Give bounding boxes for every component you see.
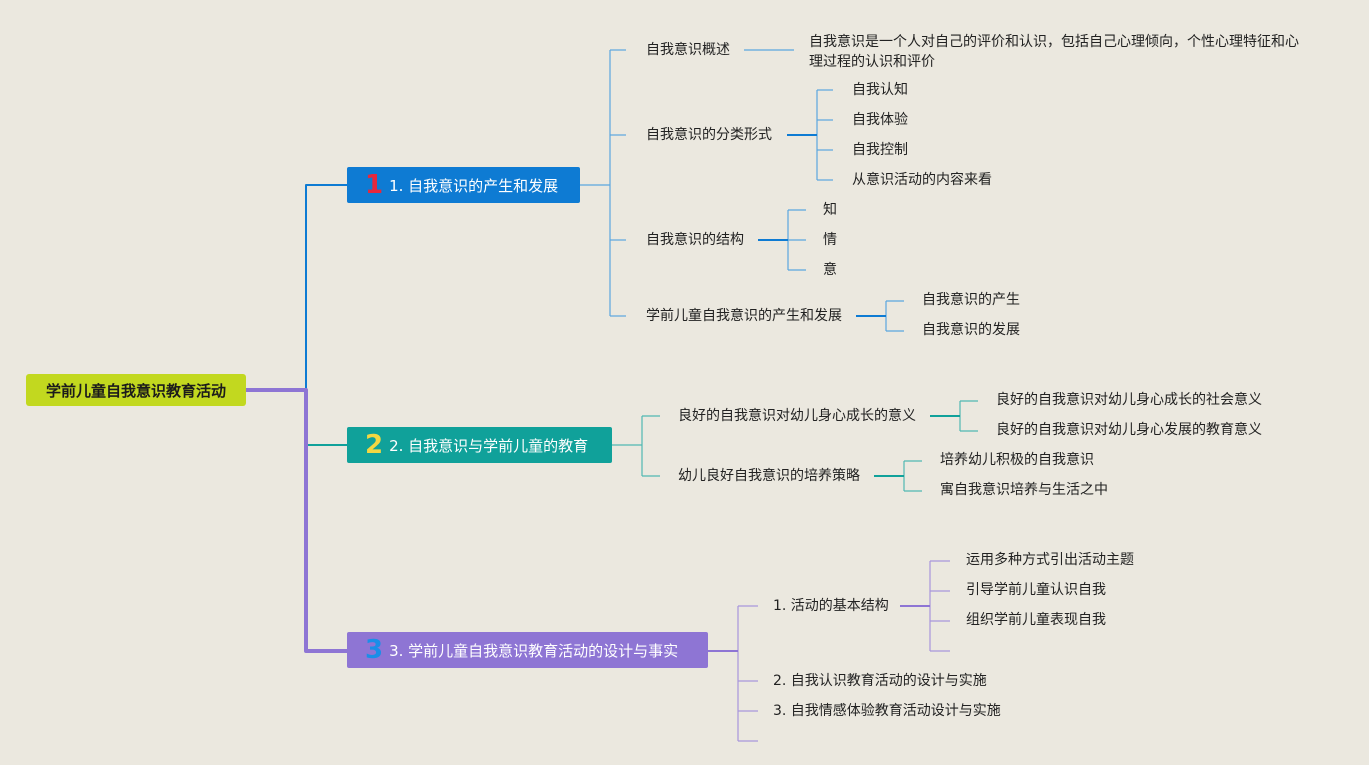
leaf-educational-significance[interactable]: 良好的自我意识对幼儿身心发展的教育意义 <box>996 422 1262 438</box>
branch-label-3: 3. 学前儿童自我意识教育活动的设计与事实 <box>389 641 679 660</box>
leaf-development[interactable]: 自我意识的发展 <box>922 322 1020 338</box>
subtopic-emotional-experience-activity[interactable]: 3. 自我情感体验教育活动设计与实施 <box>773 703 1001 719</box>
leaf-introduce-theme[interactable]: 运用多种方式引出活动主题 <box>966 552 1134 568</box>
leaf-social-significance[interactable]: 良好的自我意识对幼儿身心成长的社会意义 <box>996 392 1262 408</box>
branch-number-2: 2 <box>365 430 384 460</box>
branch-label-2: 2. 自我意识与学前儿童的教育 <box>389 436 589 455</box>
subtopic-self-awareness-overview[interactable]: 自我意识概述 <box>646 42 730 58</box>
leaf-express-self[interactable]: 组织学前儿童表现自我 <box>966 612 1106 628</box>
leaf-definition[interactable]: 自我意识是一个人对自己的评价和认识，包括自己心理倾向，个性心理特征和心理过程的认… <box>809 34 1299 70</box>
subtopic-structure[interactable]: 自我意识的结构 <box>646 232 744 248</box>
subtopic-emergence-development[interactable]: 学前儿童自我意识的产生和发展 <box>646 308 842 324</box>
subtopic-self-recognition-activity[interactable]: 2. 自我认识教育活动的设计与实施 <box>773 673 987 689</box>
subtopic-strategy[interactable]: 幼儿良好自我意识的培养策略 <box>678 468 860 484</box>
leaf-guide-self-recognition[interactable]: 引导学前儿童认识自我 <box>966 582 1106 598</box>
leaf-emergence[interactable]: 自我意识的产生 <box>922 292 1020 308</box>
subtopic-basic-structure[interactable]: 1. 活动的基本结构 <box>773 598 889 614</box>
leaf-daily-life[interactable]: 寓自我意识培养与生活之中 <box>940 482 1108 498</box>
branch-number-1: 1 <box>365 170 384 200</box>
root-topic-label: 学前儿童自我意识教育活动 <box>45 381 226 400</box>
root-topic[interactable]: 学前儿童自我意识教育活动 <box>26 374 246 406</box>
leaf-positive-awareness[interactable]: 培养幼儿积极的自我意识 <box>940 452 1094 468</box>
leaf-self-cognition[interactable]: 自我认知 <box>852 82 908 98</box>
branch-topic-2[interactable]: 2 2. 自我意识与学前儿童的教育 <box>347 427 612 463</box>
subtopic-significance[interactable]: 良好的自我意识对幼儿身心成长的意义 <box>678 408 916 424</box>
branch-label-1: 1. 自我意识的产生和发展 <box>389 176 559 195</box>
leaf-will[interactable]: 意 <box>823 262 837 278</box>
branch-number-3: 3 <box>365 635 384 665</box>
branch-topic-3[interactable]: 3 3. 学前儿童自我意识教育活动的设计与事实 <box>347 632 708 668</box>
subtopic-classification[interactable]: 自我意识的分类形式 <box>646 127 772 143</box>
leaf-self-experience[interactable]: 自我体验 <box>852 112 908 128</box>
branch-topic-1[interactable]: 1 1. 自我意识的产生和发展 <box>347 167 580 203</box>
leaf-self-control[interactable]: 自我控制 <box>852 142 908 158</box>
leaf-emotion[interactable]: 情 <box>823 232 837 248</box>
leaf-content-view[interactable]: 从意识活动的内容来看 <box>852 172 992 188</box>
leaf-knowledge[interactable]: 知 <box>823 202 837 218</box>
